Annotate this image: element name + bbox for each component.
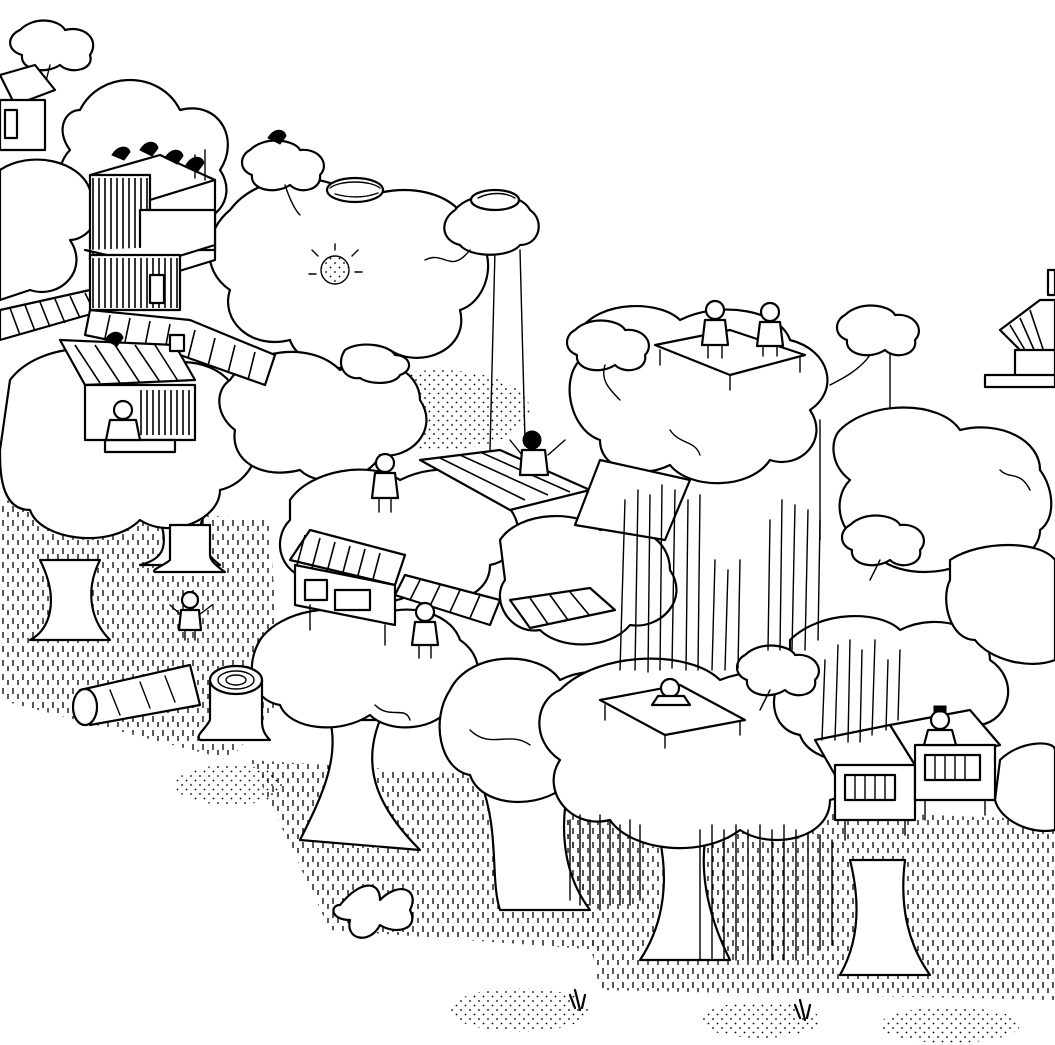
platform-middle[interactable] bbox=[598, 683, 747, 737]
bird[interactable] bbox=[139, 141, 159, 157]
person[interactable] bbox=[700, 299, 730, 359]
bird[interactable] bbox=[104, 331, 124, 347]
person[interactable] bbox=[410, 601, 440, 659]
treehouse-top-left[interactable] bbox=[0, 63, 57, 152]
treehouse-tall[interactable] bbox=[83, 149, 217, 312]
person[interactable] bbox=[509, 430, 566, 477]
fallen-log[interactable] bbox=[71, 663, 202, 727]
bamboo-grove bbox=[569, 814, 833, 961]
bamboo-grove bbox=[821, 639, 901, 743]
vines bbox=[374, 249, 1031, 746]
bird-nest-tree[interactable] bbox=[443, 188, 540, 256]
bird[interactable] bbox=[111, 146, 131, 161]
small-tree bbox=[829, 304, 920, 386]
boardwalk-middle bbox=[393, 573, 502, 627]
small-tree bbox=[9, 19, 95, 86]
leafy-plants bbox=[332, 343, 812, 1022]
hut-far-right[interactable] bbox=[983, 268, 1055, 389]
spiky-bush bbox=[308, 243, 363, 285]
bird[interactable] bbox=[164, 149, 184, 165]
tree-stump[interactable] bbox=[152, 523, 227, 574]
person[interactable] bbox=[370, 452, 400, 513]
small-tree bbox=[735, 644, 820, 711]
person[interactable] bbox=[104, 399, 142, 442]
people[interactable] bbox=[104, 299, 958, 747]
dotted-patch bbox=[450, 988, 590, 1032]
treehouse-left[interactable] bbox=[58, 333, 197, 454]
bamboo-grove bbox=[619, 484, 821, 673]
dotted-patch bbox=[175, 765, 285, 805]
small-tree bbox=[840, 514, 925, 581]
small-tree bbox=[565, 319, 650, 401]
small-tree bbox=[240, 139, 325, 216]
birds[interactable] bbox=[104, 129, 287, 347]
bird-nest[interactable] bbox=[325, 176, 385, 204]
climbing-net[interactable] bbox=[573, 458, 692, 542]
person[interactable] bbox=[755, 301, 785, 357]
bamboo-groves bbox=[569, 484, 901, 961]
bird[interactable] bbox=[185, 156, 205, 172]
person[interactable] bbox=[922, 705, 958, 747]
bird[interactable] bbox=[267, 129, 287, 145]
person[interactable] bbox=[169, 590, 213, 641]
dotted-patch bbox=[880, 1007, 1020, 1043]
person[interactable] bbox=[650, 677, 692, 707]
dotted-patch bbox=[700, 1002, 820, 1038]
boardwalk-right bbox=[508, 586, 617, 630]
bird-nests[interactable] bbox=[325, 176, 540, 256]
tree-stump[interactable] bbox=[197, 664, 272, 742]
hut-center[interactable] bbox=[288, 528, 407, 646]
small-trees bbox=[9, 19, 925, 711]
